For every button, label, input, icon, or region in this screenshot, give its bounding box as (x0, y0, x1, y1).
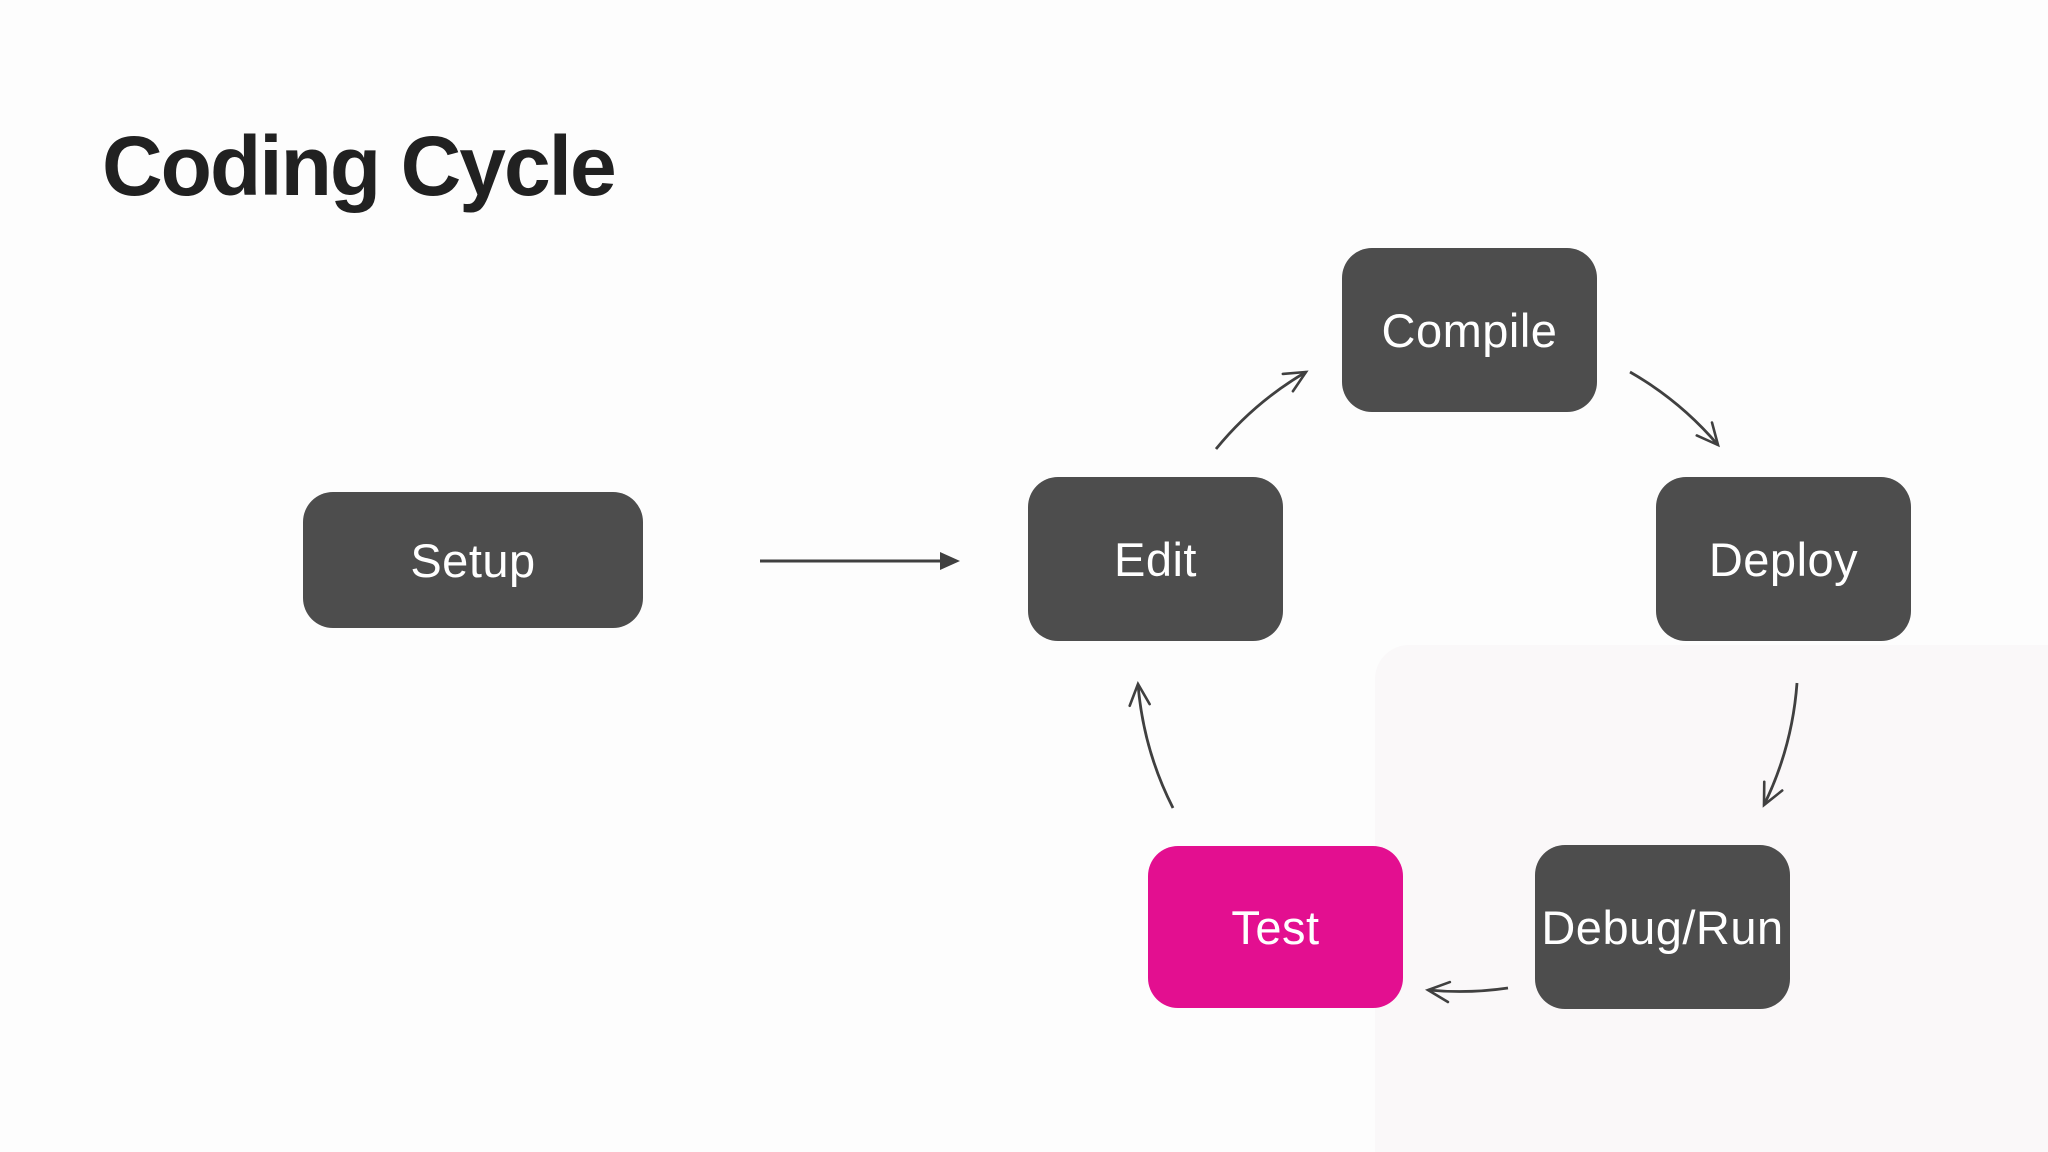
node-setup: Setup (303, 492, 643, 628)
arrow-debugrun-to-test (1424, 980, 1509, 1004)
node-debug-run-label: Debug/Run (1541, 900, 1784, 954)
arrow-deploy-to-debugrun (1762, 682, 1799, 808)
arrow-compile-to-deploy (1629, 370, 1720, 448)
node-setup-label: Setup (410, 533, 536, 587)
arrow-edit-to-compile (1214, 370, 1309, 450)
node-deploy: Deploy (1656, 477, 1911, 641)
node-debug-run: Debug/Run (1535, 845, 1790, 1009)
node-test: Test (1148, 846, 1403, 1008)
node-edit: Edit (1028, 477, 1283, 641)
node-compile-label: Compile (1381, 303, 1558, 357)
node-compile: Compile (1342, 248, 1597, 412)
arrow-test-to-edit (1128, 680, 1175, 809)
node-test-label: Test (1231, 900, 1320, 954)
node-deploy-label: Deploy (1708, 532, 1859, 586)
page-title: Coding Cycle (102, 119, 617, 214)
node-edit-label: Edit (1114, 532, 1197, 586)
